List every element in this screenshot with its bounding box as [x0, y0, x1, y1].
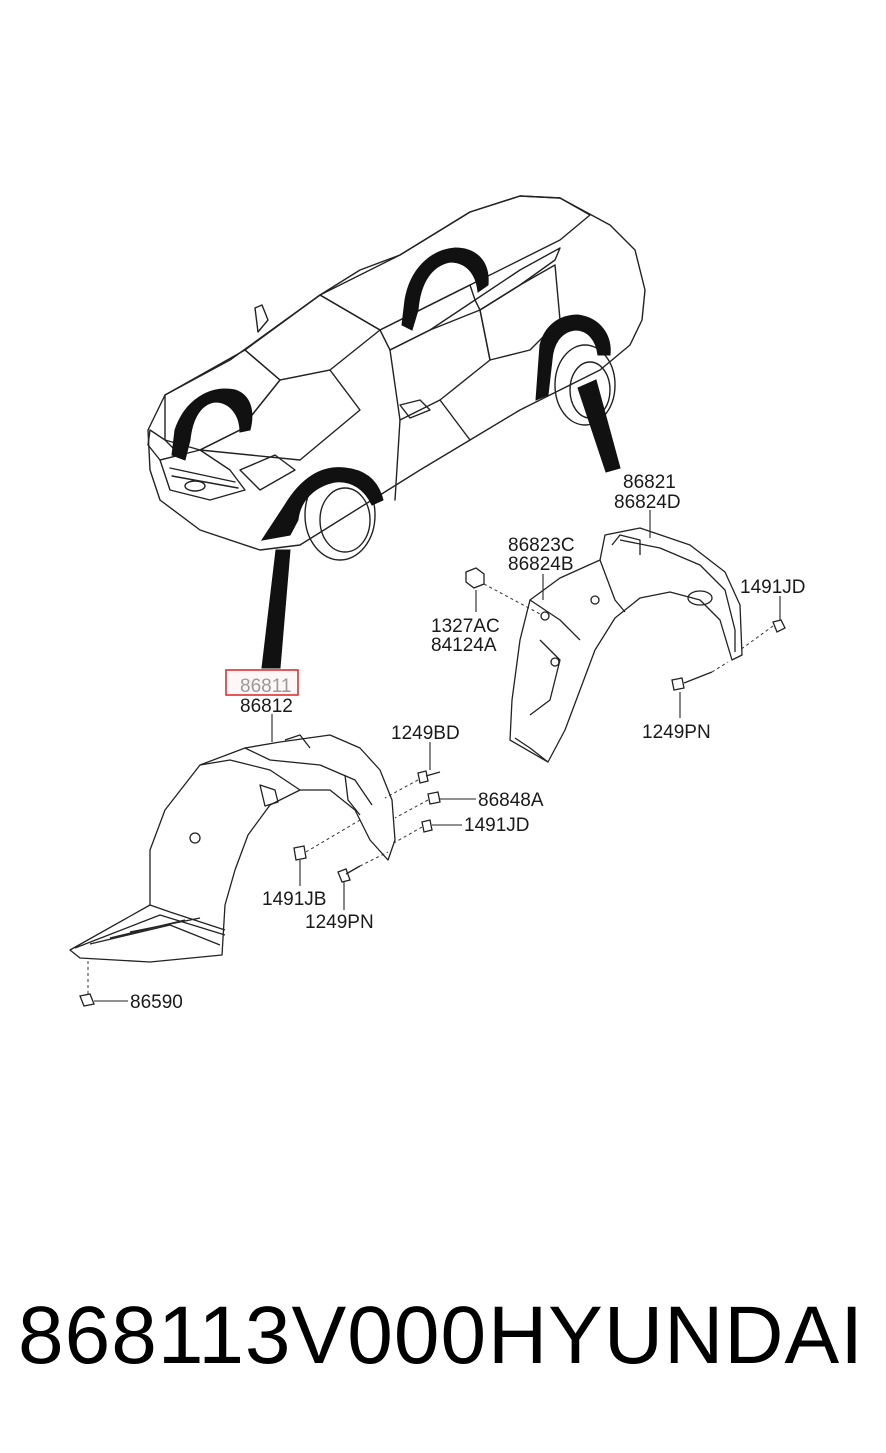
car-illustration: [147, 195, 646, 561]
car-liner-highlights: [171, 247, 621, 669]
highlight-box: [225, 669, 299, 696]
part-number: 868113V000: [18, 1290, 488, 1381]
rear-wheel-liner: [509, 527, 743, 763]
clip-1491jd-mid: [421, 819, 433, 833]
label-86848a: 86848A: [478, 790, 544, 811]
clip-1491jb: [293, 845, 307, 861]
label-86821: 86821: [623, 472, 676, 493]
clip-1491jd-top: [772, 619, 786, 633]
guide-lines: [87, 583, 774, 994]
front-wheel-liner: [69, 734, 396, 963]
label-86824b: 86824B: [508, 554, 574, 575]
label-1491jd-top: 1491JD: [740, 577, 806, 598]
brand-name: HYUNDAI: [487, 1290, 864, 1381]
label-84124a: 84124A: [431, 635, 497, 656]
leader-lines: [94, 510, 781, 1002]
screw-1249pn-right: [671, 671, 713, 691]
label-1249pn-left: 1249PN: [305, 912, 374, 933]
label-1327ac: 1327AC: [431, 616, 500, 637]
label-1491jb: 1491JB: [262, 889, 326, 910]
part-labels: 86821 86824D 86823C 86824B 1327AC 84124A…: [130, 472, 806, 1013]
label-86823c: 86823C: [508, 535, 575, 556]
label-1249bd: 1249BD: [391, 723, 460, 744]
label-86812: 86812: [240, 696, 293, 717]
bolt-1249bd: [417, 770, 441, 784]
label-86811: 86811: [240, 676, 291, 697]
nut-1327ac: [465, 567, 485, 589]
clip-86848a: [427, 791, 441, 805]
label-86590: 86590: [130, 992, 183, 1013]
label-1491jd-mid: 1491JD: [464, 815, 530, 836]
label-86824d: 86824D: [614, 492, 681, 513]
screw-1249pn-left: [337, 865, 361, 883]
clip-86590: [79, 993, 95, 1007]
label-1249pn-right: 1249PN: [642, 722, 711, 743]
